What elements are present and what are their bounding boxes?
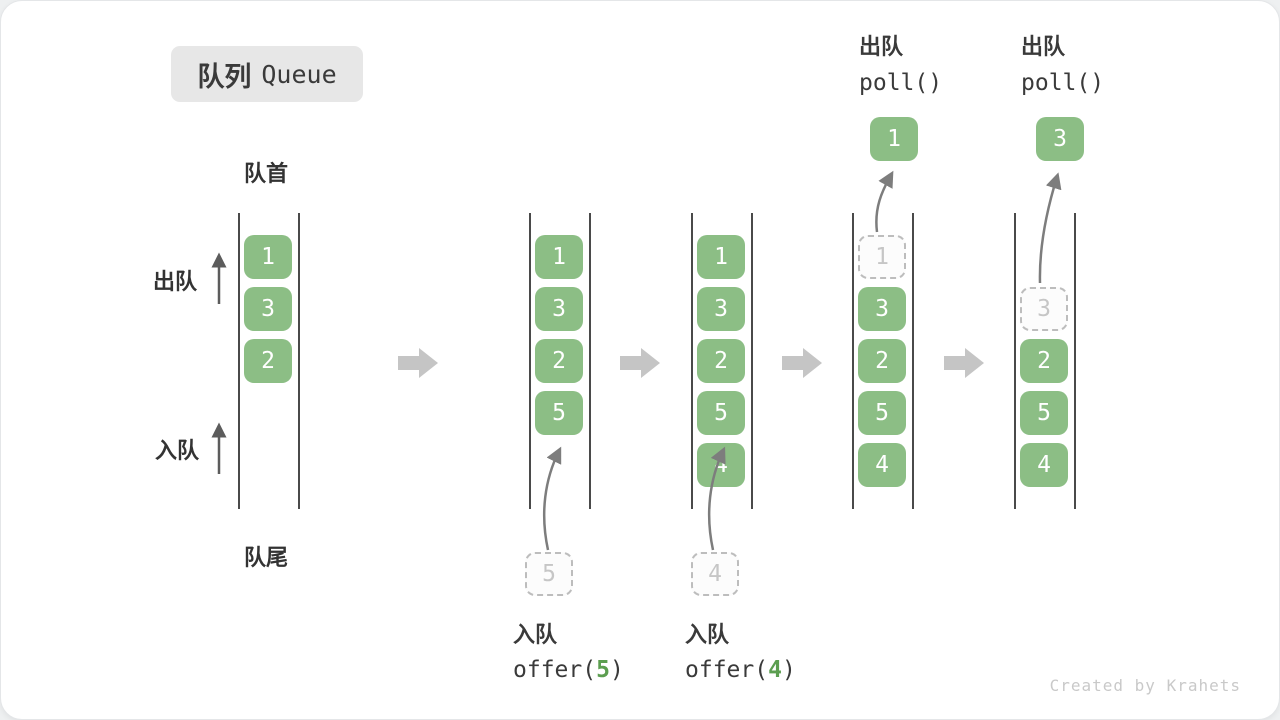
queue3-wall-left	[691, 213, 693, 509]
op-code-pre: offer(	[685, 657, 769, 683]
step-arrow-icon	[398, 348, 438, 378]
queue4-wall-right	[912, 213, 914, 509]
step-arrow-icon	[782, 348, 822, 378]
enqueue-op-code: offer(5)	[513, 657, 624, 683]
op-code-pre: offer(	[513, 657, 597, 683]
incoming-ghost-cell: 4	[691, 552, 739, 596]
queue-cell: 4	[697, 443, 745, 487]
dequeue-op-label: 出队 poll()	[1021, 29, 1104, 96]
queue-cell: 5	[535, 391, 583, 435]
dequeued-ghost-cell: 3	[1020, 287, 1068, 331]
queue-cell: 1	[535, 235, 583, 279]
enqueue-op-zh: 入队	[513, 622, 558, 647]
queue5-wall-left	[1014, 213, 1016, 509]
op-code-post: )	[781, 657, 796, 683]
queue-cell: 4	[858, 443, 906, 487]
enqueue-op-label: 入队 offer(5)	[513, 617, 624, 683]
enqueue-op-label: 入队 offer(4)	[685, 617, 796, 683]
queue-cell: 3	[697, 287, 745, 331]
step-arrow-icon	[620, 348, 660, 378]
queue-cell: 2	[244, 339, 292, 383]
credit-text: Created by Krahets	[1049, 676, 1241, 695]
polled-cell: 3	[1036, 117, 1084, 161]
op-code-arg: 4	[768, 657, 782, 683]
queue-cell: 2	[697, 339, 745, 383]
queue-cell: 1	[244, 235, 292, 279]
dequeue-op-code: poll()	[859, 70, 943, 96]
queue-cell: 1	[697, 235, 745, 279]
dequeue-op-code: poll()	[1021, 70, 1105, 96]
label-dequeue-side: 出队	[153, 269, 198, 294]
incoming-ghost-cell: 5	[525, 552, 573, 596]
queue1-wall-right	[298, 213, 300, 509]
enqueue-op-zh: 入队	[685, 622, 730, 647]
op-code-post: )	[609, 657, 624, 683]
op-code-arg: 5	[596, 657, 610, 683]
dequeued-ghost-cell: 1	[858, 235, 906, 279]
title-en: Queue	[261, 59, 337, 89]
queue-cell: 5	[697, 391, 745, 435]
step-arrow-icon	[944, 348, 984, 378]
queue-cell: 2	[535, 339, 583, 383]
dequeue-op-zh: 出队	[1021, 34, 1066, 59]
queue4-wall-left	[852, 213, 854, 509]
label-queue-front: 队首	[244, 161, 289, 186]
enqueue-arrow	[542, 446, 562, 551]
dequeue-op-zh: 出队	[859, 34, 904, 59]
title-zh: 队列	[197, 61, 252, 92]
dequeue-arrow	[875, 170, 894, 233]
queue2-wall-left	[529, 213, 531, 509]
polled-cell: 1	[870, 117, 918, 161]
enqueue-op-code: offer(4)	[685, 657, 796, 683]
title-box: 队列 Queue	[171, 46, 363, 102]
queue-cell: 3	[858, 287, 906, 331]
queue5-wall-right	[1074, 213, 1076, 509]
queue-cell: 3	[535, 287, 583, 331]
label-enqueue-side: 入队	[155, 438, 200, 463]
label-queue-rear: 队尾	[244, 545, 289, 570]
dequeue-op-label: 出队 poll()	[859, 29, 942, 96]
queue-cell: 2	[1020, 339, 1068, 383]
queue-cell: 5	[858, 391, 906, 435]
queue3-wall-right	[751, 213, 753, 509]
queue-cell: 2	[858, 339, 906, 383]
dequeue-arrow	[1038, 172, 1062, 284]
queue2-wall-right	[589, 213, 591, 509]
queue-cell: 4	[1020, 443, 1068, 487]
queue-cell: 3	[244, 287, 292, 331]
queue1-wall-left	[238, 213, 240, 509]
queue-cell: 5	[1020, 391, 1068, 435]
